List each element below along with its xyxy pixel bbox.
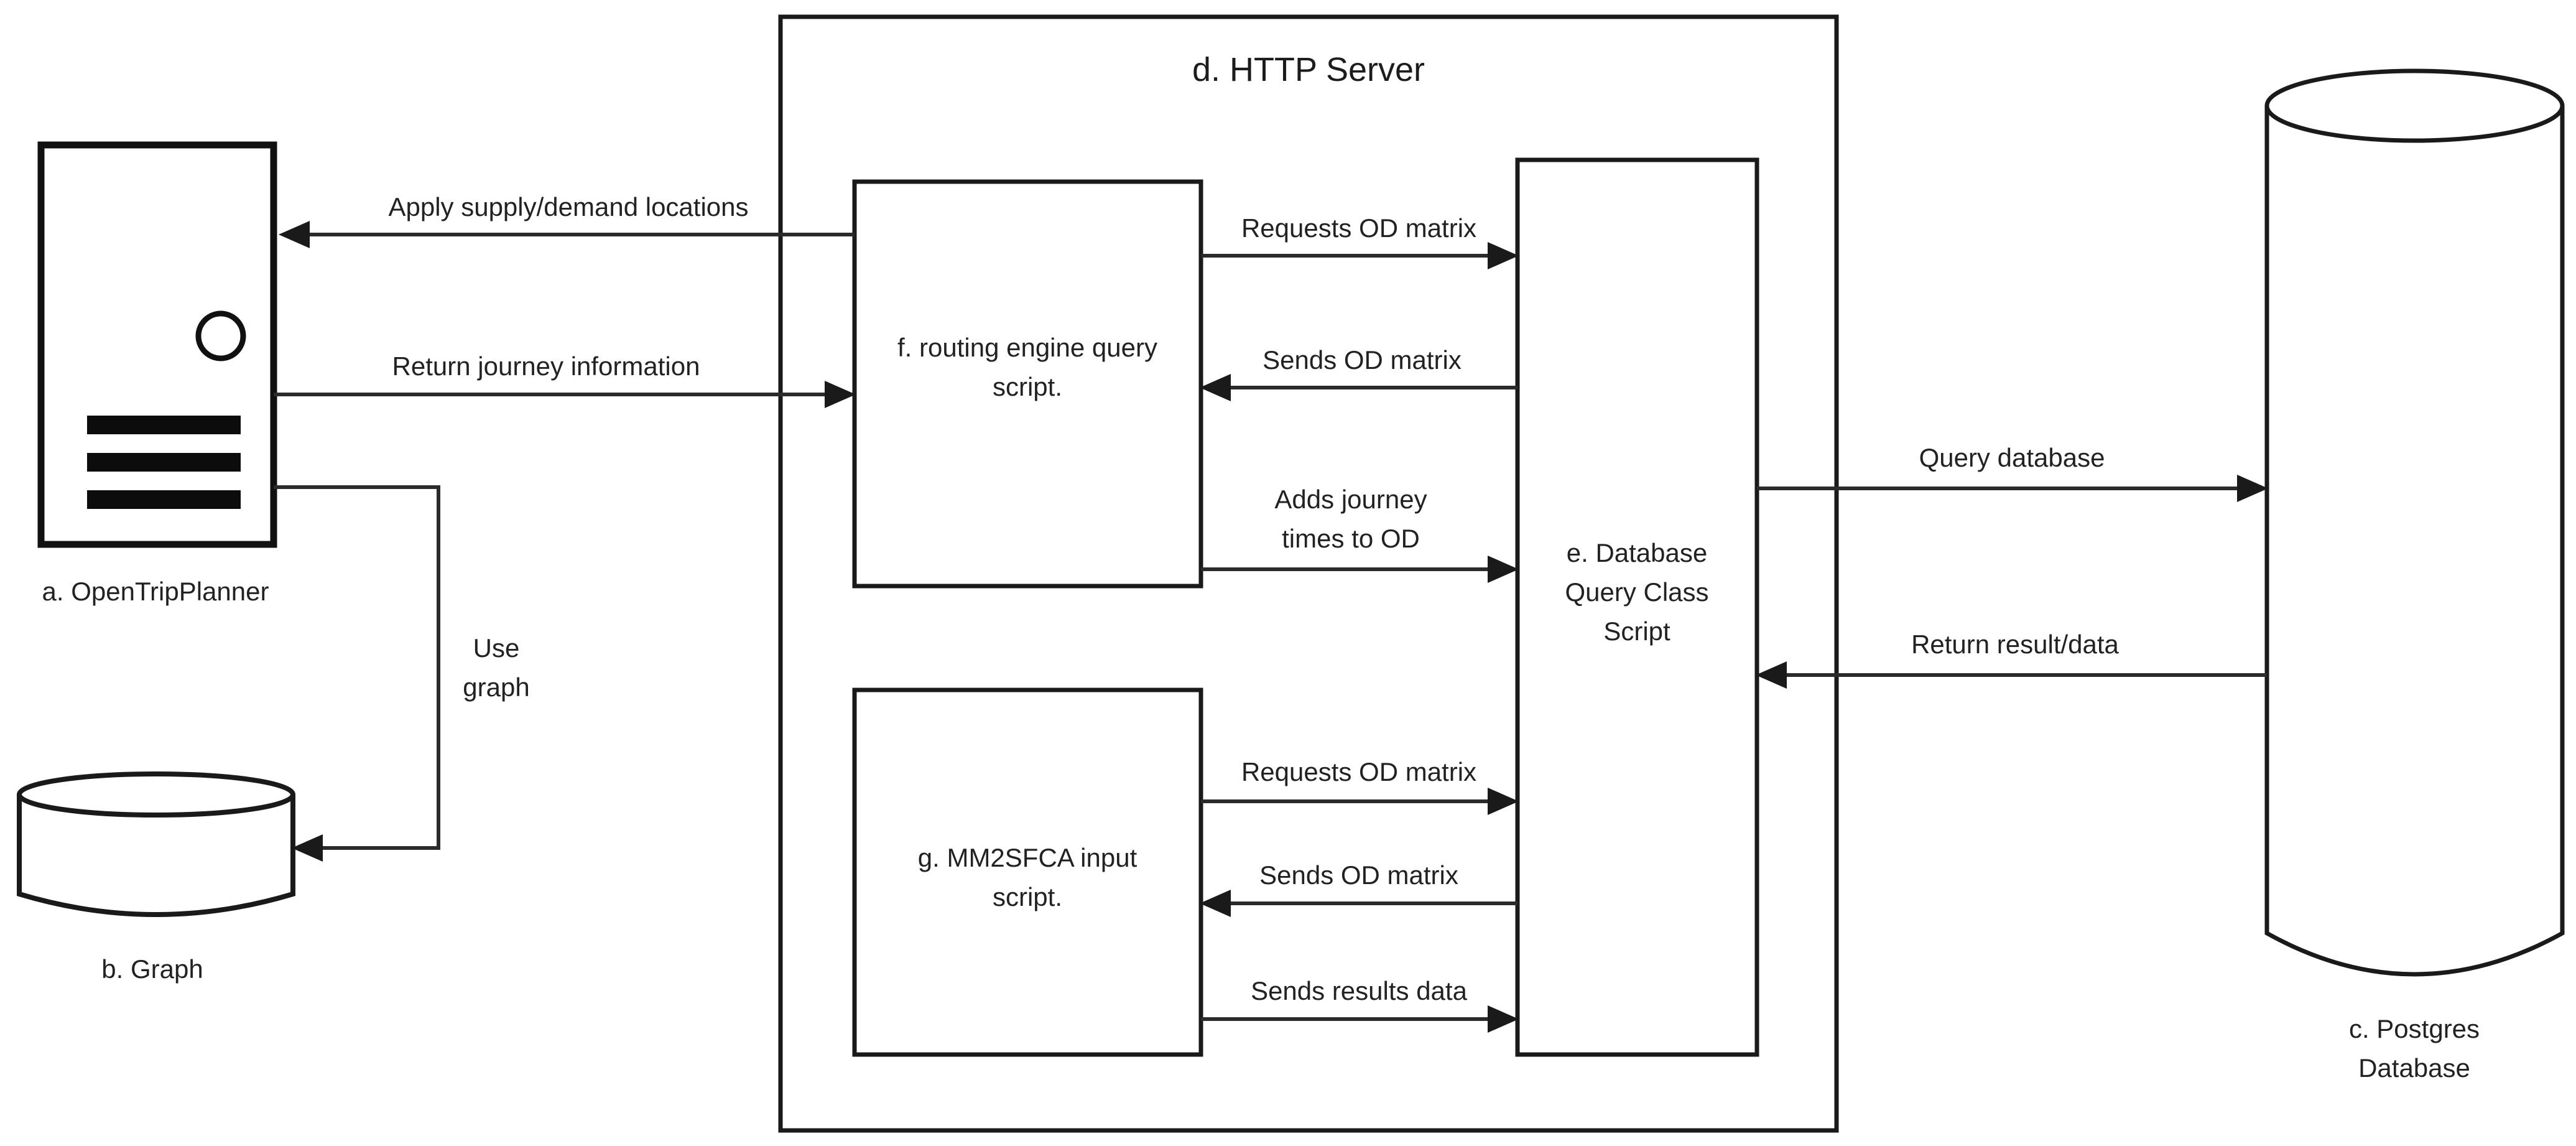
otp-label: a. OpenTripPlanner (42, 577, 269, 606)
arrow-requests-od-bottom (1201, 788, 1519, 815)
edge-label-sends-od-top: Sends OD matrix (1263, 345, 1462, 375)
routing-engine-label: f. routing engine query script. (897, 333, 1157, 401)
edge-label-sends-od-bottom: Sends OD matrix (1259, 860, 1458, 890)
edge-label-apply-locations: Apply supply/demand locations (388, 192, 749, 221)
arrow-return-journey (274, 381, 856, 408)
edge-label-sends-results: Sends results data (1251, 976, 1467, 1005)
edge-label-requests-od-bottom: Requests OD matrix (1241, 757, 1477, 786)
server-power-button-icon (195, 310, 246, 361)
arrow-return-result (1756, 661, 2267, 689)
arrow-sends-results (1201, 1005, 1519, 1033)
server-vent-bar-icon (87, 416, 241, 434)
postgres-label: c. Postgres Database (2348, 1014, 2480, 1083)
routing-engine-box (852, 179, 1203, 589)
arrow-adds-journey (1201, 556, 1519, 583)
db-query-class-label: e. Database Query Class Script (1565, 538, 1709, 646)
arrow-sends-od-top (1200, 374, 1517, 401)
arrow-sends-od-bottom (1200, 890, 1517, 917)
arrow-apply-locations (279, 221, 855, 248)
arrow-query-database (1757, 475, 2268, 502)
server-vent-bar-icon (87, 490, 241, 509)
graph-label: b. Graph (101, 954, 203, 984)
edge-label-adds-journey: Adds journey times to OD (1274, 485, 1427, 553)
http-server-title: d. HTTP Server (1192, 51, 1425, 88)
server-vent-bar-icon (87, 453, 241, 472)
db-query-class-box (1515, 157, 1759, 1057)
arrow-use-graph (274, 485, 440, 862)
edge-label-query-database: Query database (1919, 443, 2105, 472)
arrow-requests-od-top (1201, 242, 1519, 269)
edge-label-requests-od-top: Requests OD matrix (1241, 213, 1477, 243)
edge-label-use-graph: Use graph (463, 633, 530, 702)
edge-label-return-journey: Return journey information (392, 352, 700, 381)
edge-label-return-result: Return result/data (1911, 630, 2119, 659)
mm2sfca-box (852, 687, 1203, 1057)
graph-cylinder-icon (17, 771, 295, 917)
postgres-cylinder-icon (2264, 68, 2565, 977)
mm2sfca-label: g. MM2SFCA input script. (917, 843, 1137, 911)
